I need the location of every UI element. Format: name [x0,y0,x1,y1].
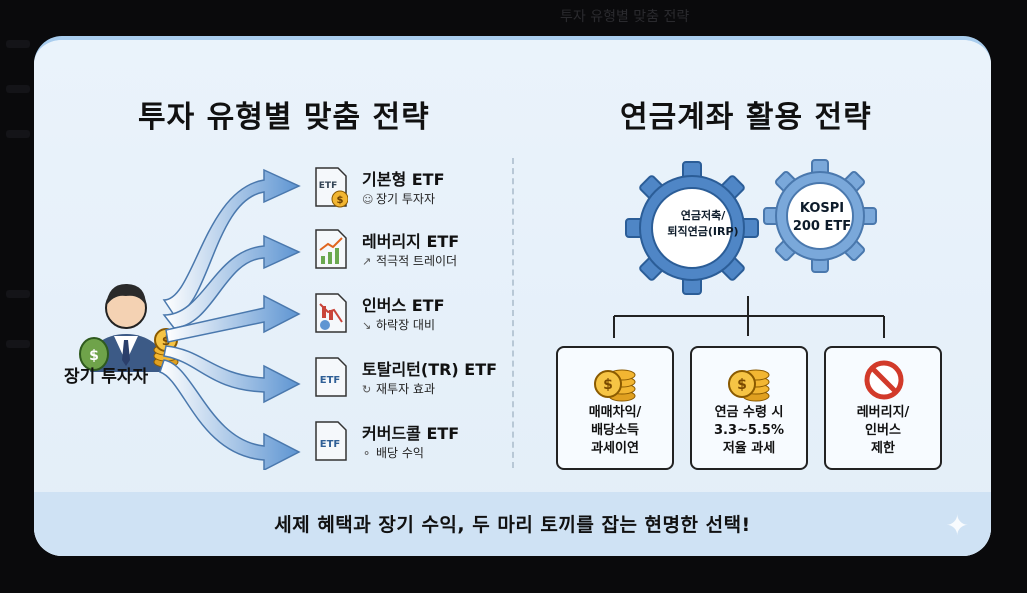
infographic-card: 투자 유형별 맞춤 전략 연금계좌 활용 전략 $ $ 장기 투자자 [34,36,991,556]
dividend-icon: ⚬ [362,447,372,460]
strategy-arrows [159,168,301,470]
person-icon: ☺ [362,193,374,206]
investor-label: 장기 투자자 [64,367,149,387]
background-line [6,40,30,48]
svg-text:$: $ [603,377,613,393]
summary-text: 세제 혜택과 장기 수익, 두 마리 토끼를 잡는 현명한 선택! [274,514,751,536]
connector-lines [613,296,885,338]
etf-dollar-icon: ETF $ [315,167,348,208]
reinvest-icon: ↻ [362,383,372,396]
svg-text:$: $ [162,334,170,348]
background-line [6,290,30,298]
etf-title: 기본형 ETF [362,170,445,189]
arrow-leverage [162,234,301,329]
arrow-inverse [165,294,301,343]
arrow-covered-call [159,359,301,470]
etf-subtitle: ↗적극적 트레이더 [362,254,458,268]
trend-up-icon: ↗ [362,255,372,268]
svg-text:$: $ [337,195,344,206]
left-section-title: 투자 유형별 맞춤 전략 [138,100,430,135]
coin-stack-icon: $ [594,369,636,402]
benefit-text: 매매차익/ 배당소득 과세이연 [588,405,642,456]
etf-subtitle: ↻재투자 효과 [362,382,436,396]
etf-title: 커버드콜 ETF [362,424,460,443]
section-divider [512,158,514,468]
coin-stack-icon: $ [728,369,770,402]
svg-text:ETF: ETF [320,375,340,386]
arrow-basic [162,168,301,316]
etf-title: 인버스 ETF [362,296,445,315]
benefit-text: 연금 수령 시 3.3~5.5% 저율 과세 [714,405,784,456]
etf-title: 토탈리턴(TR) ETF [362,360,498,379]
restriction-text: 레버리지/ 인버스 제한 [856,405,910,456]
sparkle-icon: ✦ [945,509,969,542]
background-title: 투자 유형별 맞춤 전략 [560,9,690,25]
benefit-box-tax-deferral: $ 매매차익/ 배당소득 과세이연 [556,346,674,470]
etf-icon: ETF [315,421,347,461]
gear-left-icon [625,161,759,295]
gear-right-label: KOSPI 200 ETF [792,201,852,234]
benefit-box-low-tax: $ 연금 수령 시 3.3~5.5% 저율 과세 [690,346,808,470]
summary-banner: 세제 혜택과 장기 수익, 두 마리 토끼를 잡는 현명한 선택! ✦ [34,492,991,556]
etf-subtitle: ↘하락장 대비 [362,318,436,332]
etf-title: 레버리지 ETF [362,232,460,251]
svg-text:$: $ [737,377,747,393]
background-line [6,85,30,93]
svg-text:$: $ [89,348,99,364]
prohibited-icon [864,360,904,400]
etf-icon: ETF [315,357,347,397]
gear-right-icon [763,159,877,273]
gear-left-label: 연금저축/ 퇴직연금(IRP) [667,209,739,238]
arrow-total-return [163,345,301,404]
chart-down-icon [315,293,347,333]
etf-subtitle: ⚬배당 수익 [362,446,424,460]
chart-up-icon [315,229,347,269]
restriction-box: 레버리지/ 인버스 제한 [824,346,942,470]
svg-text:ETF: ETF [320,439,340,450]
svg-text:ETF: ETF [319,181,337,191]
pension-gears [625,159,877,295]
trend-down-icon: ↘ [362,319,372,332]
background-line [6,340,30,348]
etf-subtitle: ☺장기 투자자 [362,192,436,206]
right-section-title: 연금계좌 활용 전략 [620,100,872,135]
investor-avatar-icon: $ $ [79,284,179,372]
background-line [6,130,30,138]
